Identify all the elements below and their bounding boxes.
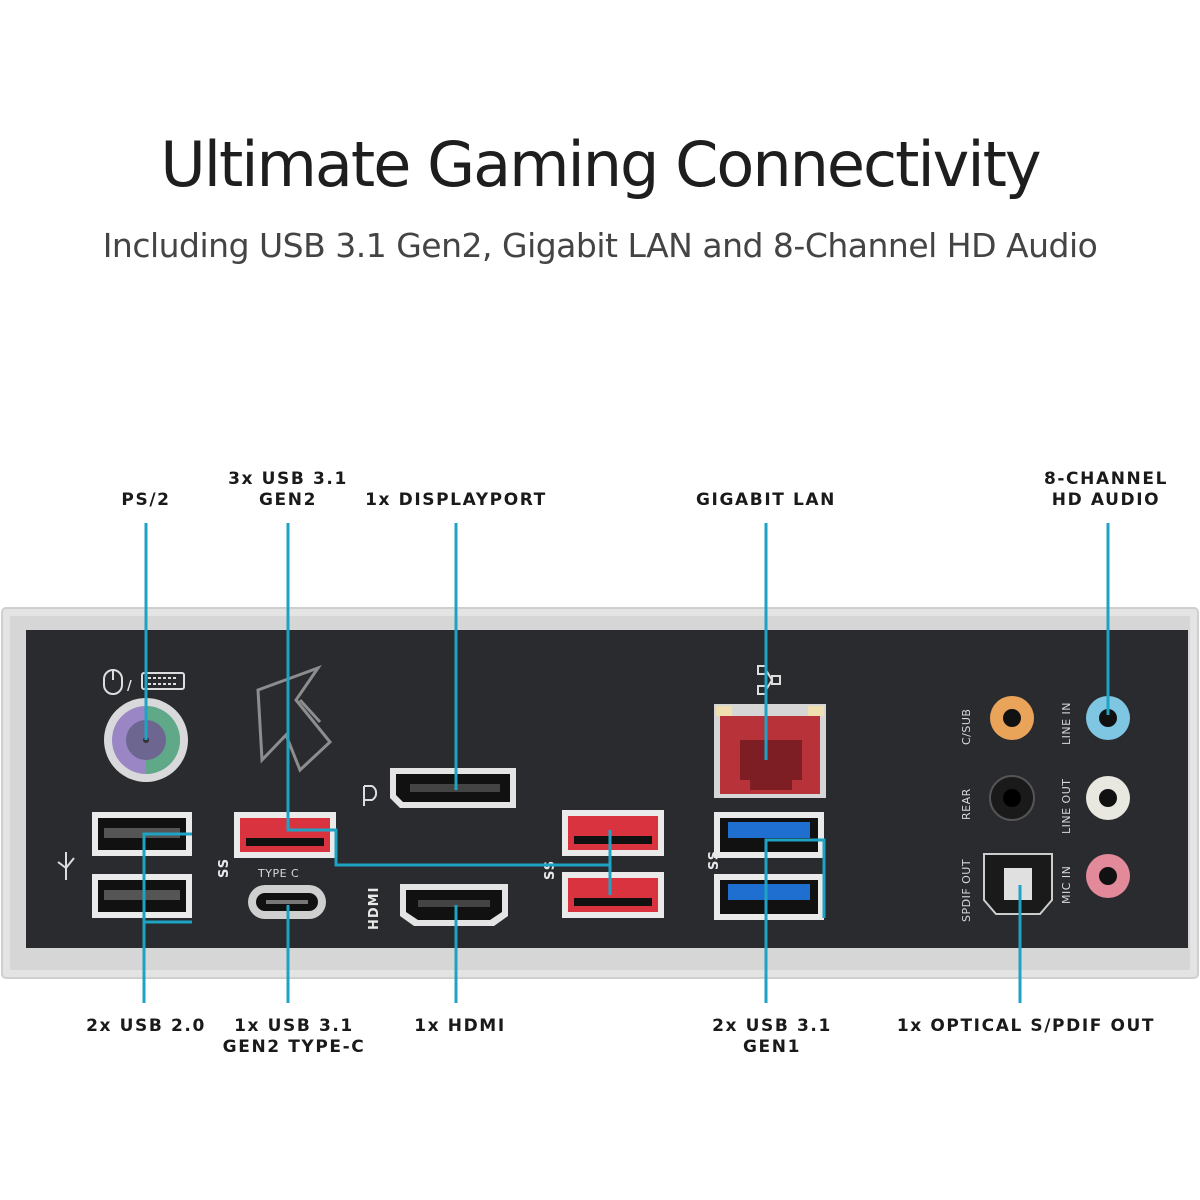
usb-icon	[57, 852, 75, 880]
lan-port	[714, 704, 826, 798]
rear-label: REAR	[960, 788, 973, 820]
callout-typec-line2: GEN2 TYPE-C	[222, 1037, 366, 1057]
line-in-label: LINE IN	[1060, 702, 1073, 745]
callout-usb20: 2x USB 2.0	[86, 1016, 206, 1036]
displayport-port	[390, 768, 516, 808]
callout-hd-audio-line2: HD AUDIO	[1051, 490, 1161, 510]
ss-label-3: SS	[707, 850, 722, 870]
usb31-gen2-ports-middle	[562, 810, 664, 918]
callout-ps2: PS/2	[121, 490, 171, 510]
c-sub-label: C/SUB	[960, 709, 973, 745]
hdmi-panel-label: HDMI	[367, 887, 382, 930]
callout-hd-audio-line1: 8-CHANNEL	[1043, 469, 1169, 489]
mic-in-jack	[1086, 854, 1130, 898]
callout-displayport: 1x DISPLAYPORT	[365, 490, 547, 510]
rear-jack	[989, 775, 1035, 821]
spdif-out-label: SPDIF OUT	[960, 859, 973, 922]
callout-typec-line1: 1x USB 3.1	[234, 1016, 354, 1036]
page-subtitle: Including USB 3.1 Gen2, Gigabit LAN and …	[102, 226, 1098, 265]
line-in-jack	[1086, 696, 1130, 740]
csub-jack	[990, 696, 1034, 740]
page-title: Ultimate Gaming Connectivity	[160, 128, 1041, 201]
callout-hdmi: 1x HDMI	[414, 1016, 506, 1036]
usb31-gen1-ports	[714, 812, 824, 920]
callout-usb31-gen1-line1: 2x USB 3.1	[712, 1016, 832, 1036]
callout-spdif: 1x OPTICAL S/PDIF OUT	[896, 1016, 1156, 1036]
callout-hd-audio: 8-CHANNEL HD AUDIO	[1044, 469, 1168, 511]
optical-spdif-port	[983, 853, 1053, 915]
line-out-label: LINE OUT	[1060, 779, 1073, 834]
mouse-icon	[103, 669, 123, 695]
ss-label-2: SS	[543, 860, 558, 880]
mic-in-label: MIC IN	[1060, 866, 1073, 904]
rog-logo	[256, 664, 333, 773]
displayport-icon	[363, 785, 378, 806]
callout-usb31-gen1-line2: GEN1	[742, 1037, 802, 1057]
usb31-gen2-port-left	[234, 812, 336, 858]
ss-label-1: SS	[217, 858, 232, 878]
ps2-slash: /	[127, 679, 133, 694]
usb20-ports	[92, 812, 192, 918]
typec-port	[248, 885, 326, 919]
leader-usb31-gen1	[764, 838, 826, 1003]
callout-usb31-gen1: 2x USB 3.1 GEN1	[712, 1016, 832, 1058]
leader-usb20	[142, 832, 192, 1003]
superspeed-icon-1: SS	[217, 858, 232, 878]
leader-usb31-gen2	[286, 523, 612, 895]
leader-lines	[142, 523, 1110, 1003]
callout-gigabit-lan: GIGABIT LAN	[695, 490, 837, 510]
callout-usb31-gen2-line2: GEN2	[258, 490, 318, 510]
hdmi-port	[400, 884, 508, 926]
keyboard-icon	[141, 672, 185, 690]
callout-usb31-gen2-line1: 3x USB 3.1	[228, 469, 348, 489]
callout-typec: 1x USB 3.1 GEN2 TYPE-C	[223, 1016, 366, 1058]
callout-usb31-gen2: 3x USB 3.1 GEN2	[228, 469, 348, 511]
line-out-jack	[1086, 776, 1130, 820]
type-c-label: TYPE C	[257, 867, 299, 880]
